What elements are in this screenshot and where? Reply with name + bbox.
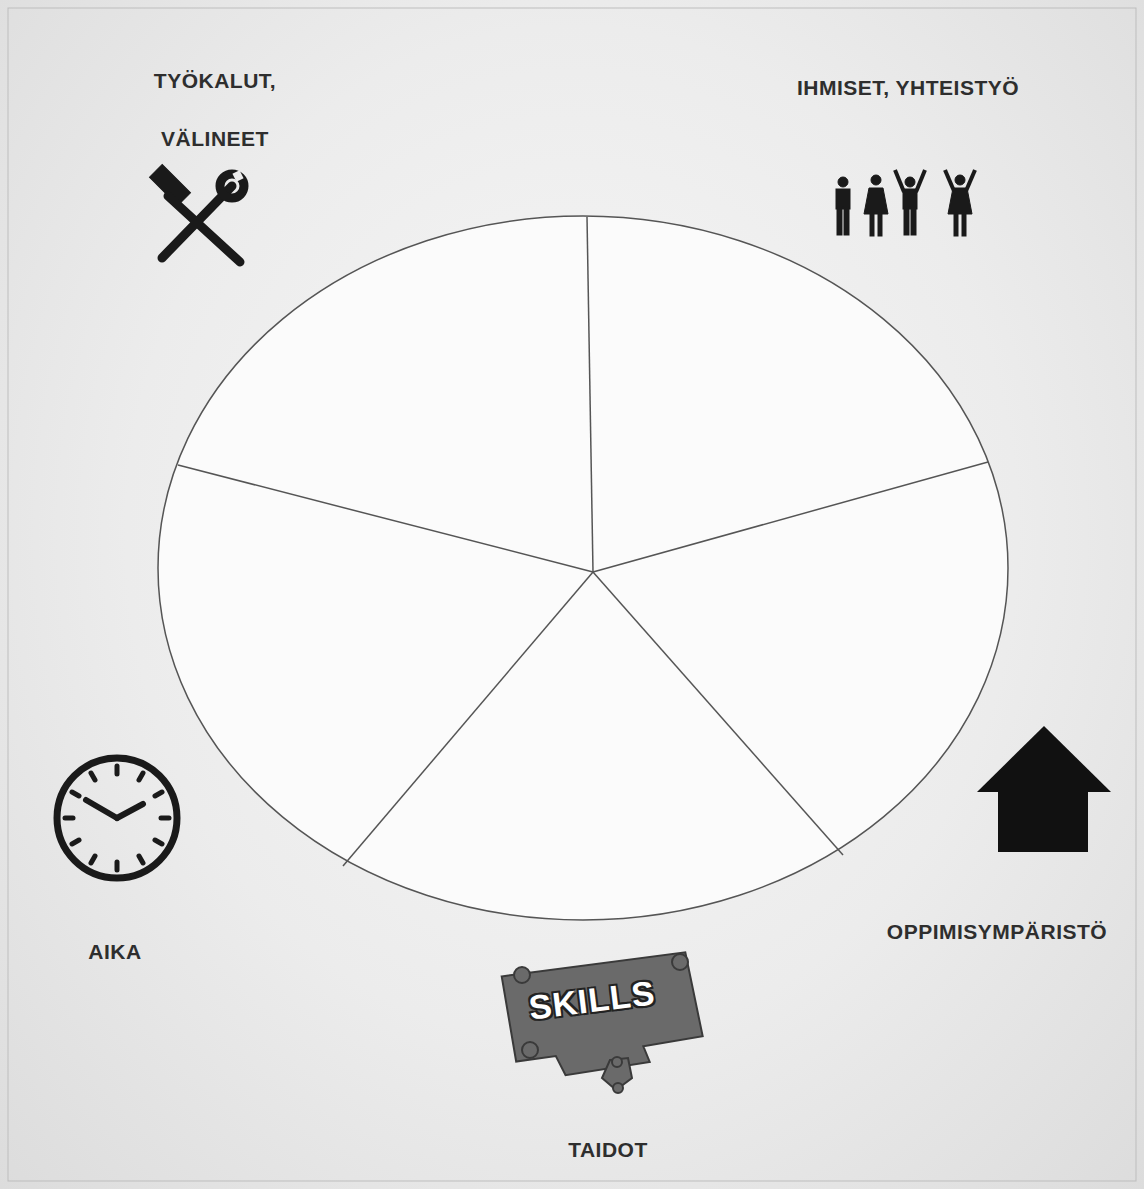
- corner-label: TYÖKALUT, VÄLINEET: [130, 52, 300, 168]
- tools-icon: [149, 164, 244, 262]
- corner-label: TAIDOT: [538, 1137, 678, 1163]
- corner-label: IHMISET, YHTEISTYÖ: [758, 75, 1058, 101]
- photo-frame: [8, 8, 1136, 1181]
- corner-label: AIKA: [55, 939, 175, 965]
- clock-icon: [57, 758, 177, 878]
- house-icon: [977, 726, 1111, 852]
- corner-label: OPPIMISYMPÄRISTÖ: [867, 919, 1127, 945]
- people-icon: [836, 170, 975, 236]
- puzzle-icon: [501, 951, 705, 1093]
- pie-wheel: [158, 216, 1008, 920]
